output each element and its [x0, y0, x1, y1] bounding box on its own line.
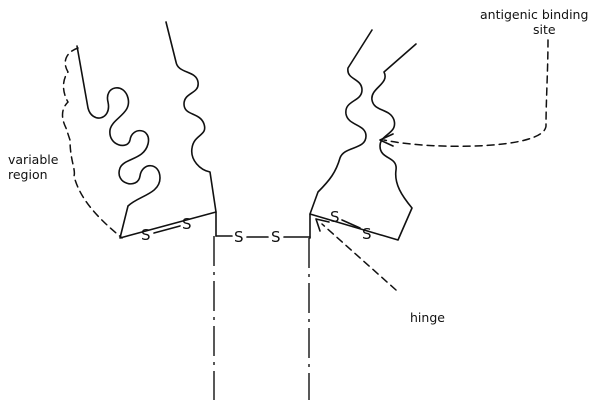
variable-region-bracket: [63, 48, 123, 238]
antigenic-binding-site-label: antigenic binding site: [480, 7, 592, 37]
hinge-leader: [322, 224, 396, 290]
hinge-label: hinge: [410, 310, 445, 325]
s-atom: S: [182, 215, 192, 233]
s-atom: S: [234, 228, 244, 246]
variable-region-label-line-1: variable: [8, 152, 59, 167]
right-arm-outline: [310, 30, 416, 240]
variable-region-label-line-2: region: [8, 167, 48, 182]
s-atom: S: [330, 208, 340, 226]
binding-site-leader: [384, 40, 548, 146]
s-atom: S: [362, 225, 372, 243]
antigenic-binding-site-label-line-1: antigenic binding: [480, 7, 588, 22]
variable-region-label: variable region: [8, 152, 62, 182]
s-atom: S: [271, 228, 281, 246]
s-atom: S: [141, 226, 151, 244]
antigenic-binding-site-label-line-2: site: [533, 22, 556, 37]
left-arm-outline: [77, 22, 216, 238]
